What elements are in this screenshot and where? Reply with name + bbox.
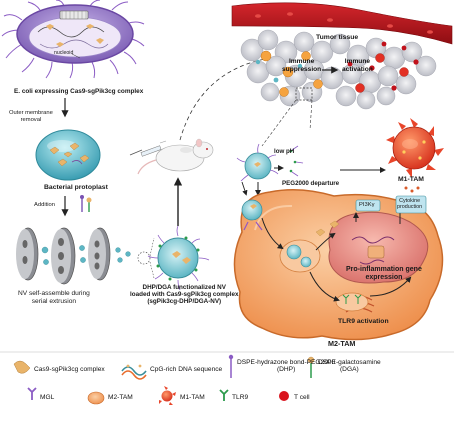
- legend-m1: M1-TAM: [180, 394, 205, 401]
- addition-reagents: [80, 195, 92, 212]
- tumor-tissue: [240, 29, 437, 110]
- m1-tam-cell: [386, 118, 444, 178]
- pi3k-label: PI3Kγ: [359, 202, 375, 208]
- nv-uptake: [241, 181, 248, 196]
- legend-m2: M2-TAM: [108, 394, 133, 401]
- low-ph-label: low pH: [274, 148, 295, 155]
- legend-mgl: MGL: [40, 394, 55, 401]
- tlr9-activation-label: TLR9 activation: [338, 318, 389, 325]
- legend-dhp: DSPE-hydrazone bond-PEG2000(DHP): [237, 359, 336, 373]
- cytokine-box: [395, 186, 427, 214]
- legend-dga: DSPE-galactosamine(DGA): [318, 359, 381, 373]
- peg-departure-label: PEG2000 departure: [282, 180, 340, 187]
- functionalized-nv: [137, 225, 210, 291]
- syringe-icon: [129, 140, 167, 157]
- mouse-injection: [129, 138, 214, 175]
- protoplast-label: Bacterial protoplast: [44, 184, 108, 191]
- legend-cpg: CpG-rich DNA sequence: [150, 366, 223, 373]
- bacterial-protoplast: [35, 129, 101, 181]
- blood-vessel: [231, 2, 453, 45]
- ecoli-label: E. coli expressing Cas9-sgPik3cg complex: [14, 88, 144, 95]
- legend-cas9: Cas9-sgPik3cg complex: [34, 366, 105, 373]
- addition-label: Addition: [34, 202, 55, 208]
- legend-tcell: T cell: [294, 394, 310, 401]
- extrusion-membranes: [16, 227, 131, 285]
- cas9-inside: [315, 220, 340, 237]
- legend-graphics: [0, 351, 454, 405]
- pi3k-box: [355, 199, 381, 212]
- nucleoid-label: nucleoid: [54, 50, 74, 56]
- nv-low-ph: [236, 143, 304, 182]
- cell-surface-nv: [241, 199, 263, 231]
- tumor-tissue-label: Tumor tissue: [316, 34, 359, 41]
- m2-tam-label: M2-TAM: [328, 339, 356, 348]
- endosome: [279, 239, 321, 273]
- nucleus: [328, 211, 429, 284]
- m1-tam-label: M1-TAM: [398, 176, 424, 183]
- ecoli-bacterium: [1, 0, 145, 79]
- tlr9-endosome: [335, 292, 369, 312]
- m2-tam-cell: [233, 186, 444, 341]
- legend-tlr9: TLR9: [232, 394, 249, 401]
